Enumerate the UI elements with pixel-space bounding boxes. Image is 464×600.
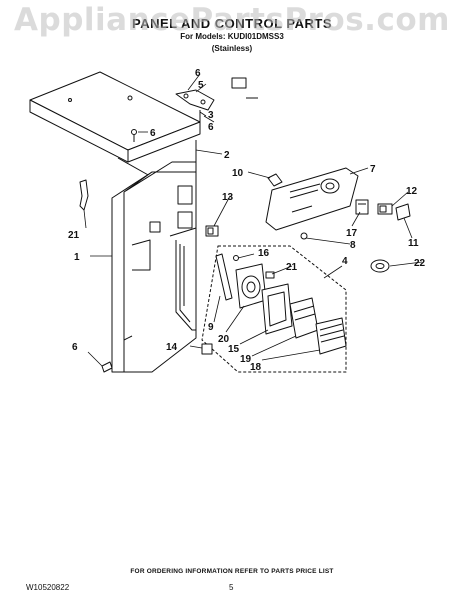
callout-4: 4 bbox=[342, 256, 348, 267]
document-number: W10520822 bbox=[26, 583, 70, 592]
finish-label: (Stainless) bbox=[211, 44, 253, 53]
callout-3: 3 bbox=[208, 110, 214, 121]
knob-10 bbox=[267, 173, 283, 187]
callout-20: 20 bbox=[218, 334, 230, 345]
bracket-14 bbox=[201, 343, 213, 355]
callout-12: 12 bbox=[406, 186, 418, 197]
page-number: 5 bbox=[229, 583, 234, 592]
callout-6-bottom: 6 bbox=[72, 342, 78, 353]
callout-15: 15 bbox=[228, 344, 240, 355]
clip-21-right bbox=[265, 271, 275, 279]
switch-17 bbox=[355, 199, 369, 215]
knob-11 bbox=[395, 203, 411, 221]
callout-11: 11 bbox=[408, 238, 419, 249]
callout-9: 9 bbox=[208, 322, 214, 333]
callout-19: 19 bbox=[240, 354, 252, 365]
callout-22: 22 bbox=[414, 258, 426, 269]
filter-frame-15 bbox=[261, 283, 293, 335]
side-panel bbox=[111, 161, 197, 373]
clip-21-left bbox=[79, 179, 89, 211]
screw-6-top-left bbox=[131, 129, 137, 142]
callout-21-left: 21 bbox=[68, 230, 80, 241]
screw-8 bbox=[300, 232, 308, 240]
switch-12 bbox=[377, 203, 393, 215]
callout-5: 5 bbox=[198, 80, 204, 91]
screw-16 bbox=[233, 255, 239, 261]
callout-6-bracket: 6 bbox=[208, 122, 214, 133]
control-panel bbox=[265, 167, 359, 231]
callout-1: 1 bbox=[74, 252, 80, 263]
page-title: PANEL AND CONTROL PARTS bbox=[131, 16, 332, 31]
callout-21-right: 21 bbox=[286, 262, 298, 273]
callout-7: 7 bbox=[370, 164, 376, 175]
callout-13: 13 bbox=[222, 192, 234, 203]
assembly-4-outline bbox=[201, 245, 347, 373]
callout-10: 10 bbox=[232, 168, 244, 179]
grille-18 bbox=[315, 317, 347, 355]
callout-14: 14 bbox=[166, 342, 178, 353]
callout-18: 18 bbox=[250, 362, 262, 373]
callout-17: 17 bbox=[346, 228, 358, 239]
hinge-bracket bbox=[175, 77, 258, 124]
ring-22 bbox=[370, 259, 390, 273]
callout-6-cover: 6 bbox=[150, 128, 156, 139]
callout-16: 16 bbox=[258, 248, 270, 259]
ordering-note: FOR ORDERING INFORMATION REFER TO PARTS … bbox=[130, 568, 334, 575]
fan-grille-20 bbox=[235, 263, 267, 309]
model-line: For Models: KUDI01DMSS3 bbox=[180, 32, 284, 41]
callout-6-top: 6 bbox=[195, 68, 201, 79]
callout-8: 8 bbox=[350, 240, 356, 251]
leader-lines bbox=[83, 73, 423, 367]
screw-6-bottom bbox=[101, 361, 113, 373]
switch-13 bbox=[205, 225, 219, 237]
gasket-9 bbox=[215, 253, 233, 301]
callout-2: 2 bbox=[224, 150, 230, 161]
filter-19 bbox=[289, 297, 319, 339]
